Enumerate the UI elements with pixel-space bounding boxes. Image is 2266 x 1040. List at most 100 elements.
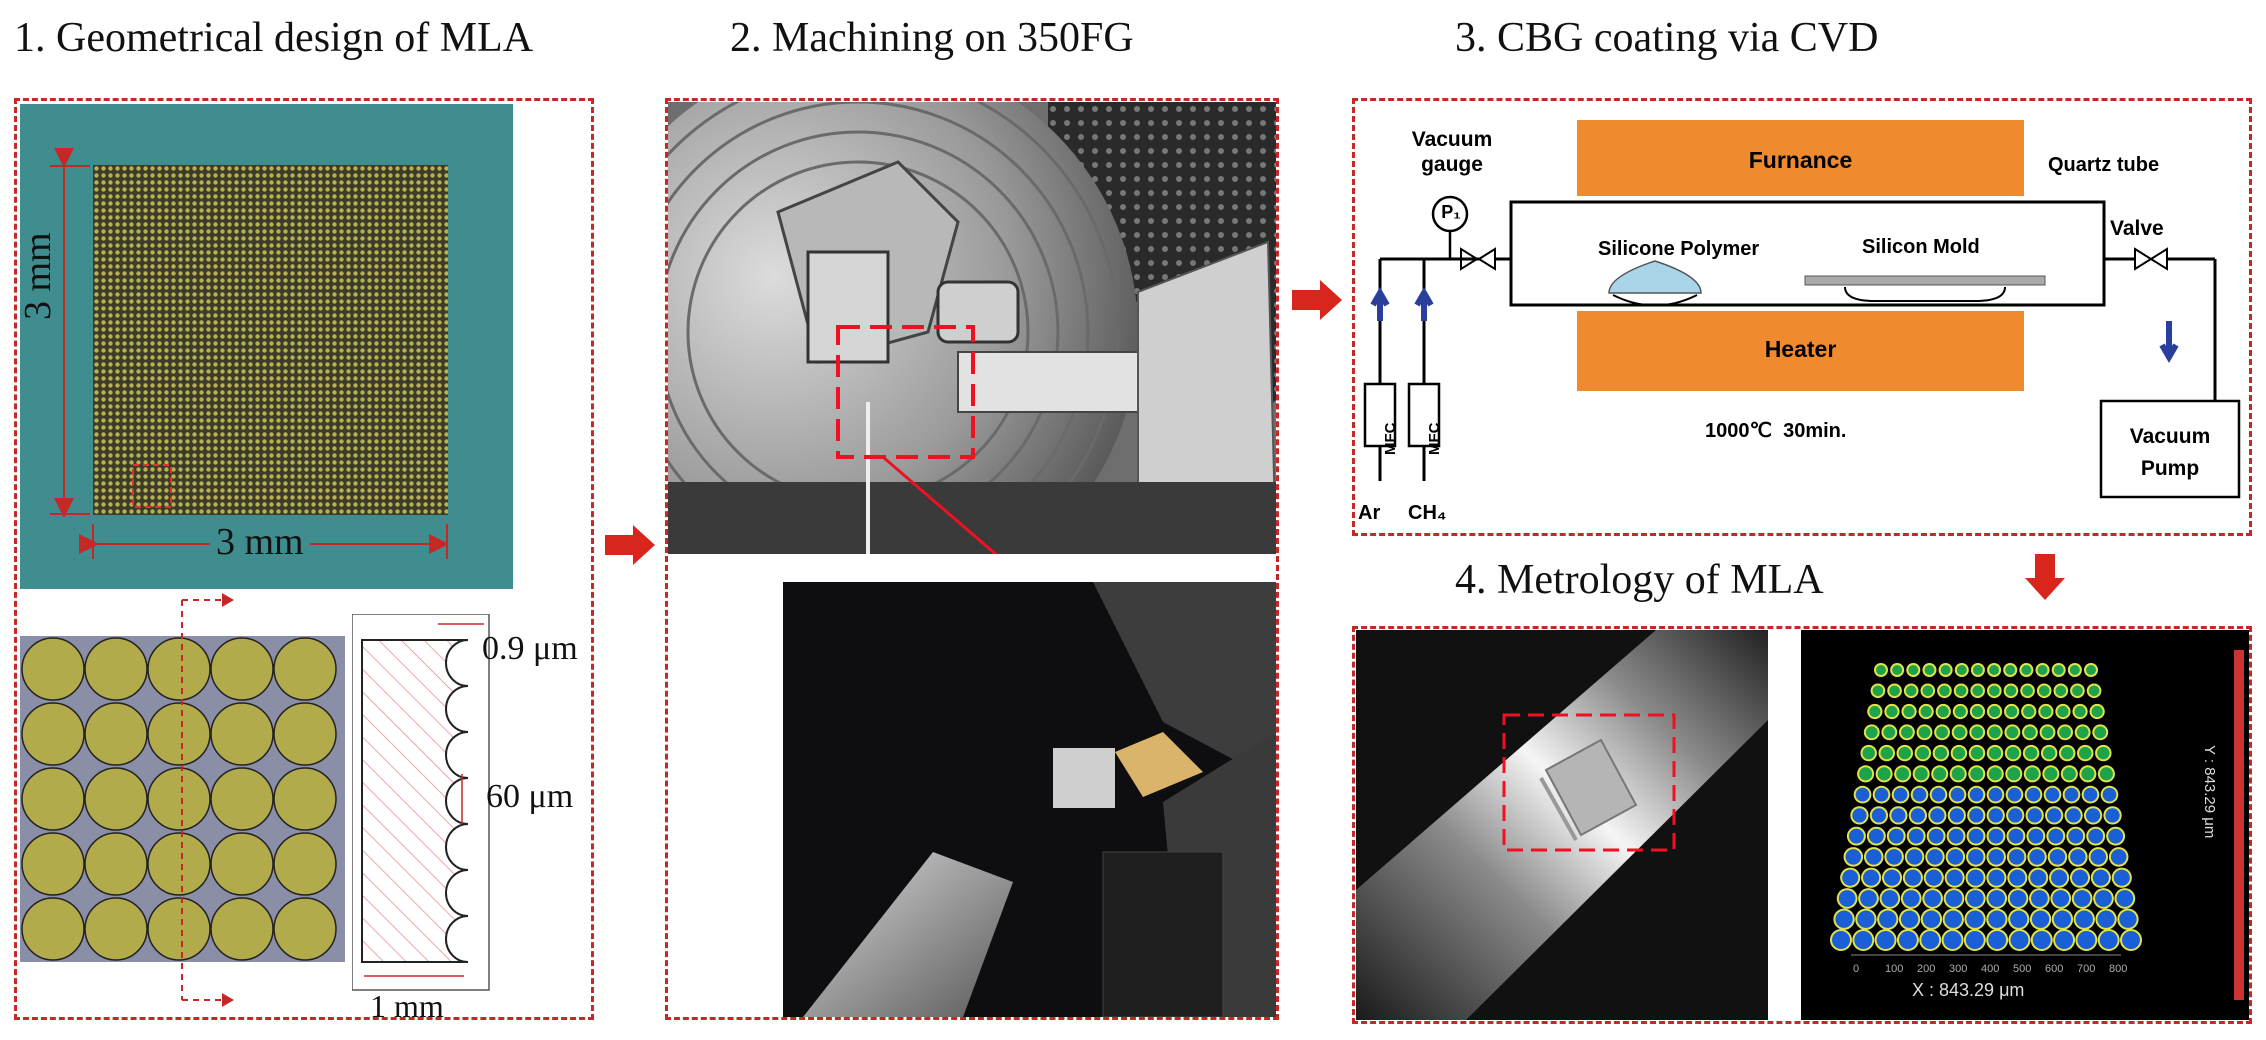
gas-ch4-label: CH₄ xyxy=(1408,502,1447,524)
lens-dot xyxy=(2108,828,2124,844)
lens-dot xyxy=(1872,685,1884,697)
lens-dot xyxy=(1939,685,1950,697)
lens-dot xyxy=(1937,705,1949,718)
lens-dot xyxy=(1989,665,2000,675)
x-tick-label: 300 xyxy=(1949,963,1967,975)
lens-dot xyxy=(2060,746,2074,760)
lens-dot xyxy=(1988,767,2002,781)
lens-dot xyxy=(2057,705,2069,718)
cross-section xyxy=(352,614,490,991)
lens-dot xyxy=(2031,890,2048,907)
lens-dot xyxy=(1904,869,1921,886)
lens-dot xyxy=(1988,746,2002,760)
lens-dot xyxy=(1892,665,1903,675)
lens-circle xyxy=(84,832,148,896)
lens-dot xyxy=(2075,910,2093,928)
panel4-frame xyxy=(1352,626,2252,1024)
lens-dot xyxy=(1905,685,1917,697)
lens-dot xyxy=(2049,849,2066,865)
lens-dot xyxy=(1927,849,1943,865)
x-tick-label: 400 xyxy=(1981,963,1999,975)
lens-dot xyxy=(2032,931,2051,949)
x-tick-label: 200 xyxy=(1917,963,1935,975)
lens-dot xyxy=(2064,787,2079,802)
lens-dot xyxy=(1918,726,1931,739)
lens-dot xyxy=(2052,890,2070,907)
lens-dot xyxy=(1891,808,1906,823)
lens-dot xyxy=(1952,746,1966,760)
lens-dot xyxy=(1857,910,1875,928)
lens-circle xyxy=(273,832,337,896)
lens-circle xyxy=(210,637,274,701)
lens-dot xyxy=(2086,665,2096,675)
lens-dot xyxy=(2031,910,2050,928)
lens-dot xyxy=(2006,705,2018,718)
mfc2-label: MFC xyxy=(1426,422,1443,456)
lens-dot xyxy=(1944,910,1962,928)
lens-dot xyxy=(1877,767,1891,781)
mla-grid xyxy=(93,165,448,515)
lens-dot xyxy=(2007,767,2021,781)
right-arrow-icon xyxy=(1292,280,1342,320)
lens-dot xyxy=(2073,890,2091,907)
lens-dot xyxy=(1933,767,1947,781)
lens-dot xyxy=(1988,849,2004,865)
lens-dot xyxy=(2097,910,2115,928)
lens-dot xyxy=(2023,705,2035,718)
lens-dot xyxy=(1940,665,1951,675)
lens-dot xyxy=(2006,726,2019,739)
silicone-polymer-label: Silicone Polymer xyxy=(1598,238,1760,260)
lens-dot xyxy=(1988,910,2006,928)
lens-dot xyxy=(2079,746,2092,760)
dimension-lines xyxy=(50,148,449,559)
lens-dot xyxy=(1966,910,1984,928)
lens-circle xyxy=(84,637,148,701)
lens-dot xyxy=(1945,890,1963,907)
lens-dot xyxy=(1862,746,1875,760)
x-tick-label: 700 xyxy=(2077,963,2095,975)
lens-dot xyxy=(2083,787,2098,802)
lens-dot xyxy=(1848,828,1864,844)
lens-dot xyxy=(1936,726,1948,739)
lens-dot xyxy=(2024,746,2038,760)
lens-dot xyxy=(1988,828,2004,844)
lens-dot xyxy=(1880,746,1893,760)
lens-dot xyxy=(1921,931,1940,949)
valve-label: Valve xyxy=(2110,217,2164,240)
lens-dot xyxy=(2024,726,2036,739)
lens-dot xyxy=(2007,787,2022,802)
lens-dot xyxy=(2092,869,2109,886)
lens-dot xyxy=(1971,705,1984,718)
lens-dot xyxy=(2088,828,2104,844)
lens-dot xyxy=(2059,726,2072,739)
lens-dot xyxy=(2005,685,2017,697)
lens-dot xyxy=(1928,828,1944,844)
lens-dot xyxy=(1902,890,1920,907)
lens-dot xyxy=(1908,828,1924,844)
lens-dot xyxy=(2026,787,2041,802)
lens-dot xyxy=(2074,705,2086,718)
lens-dot xyxy=(2099,931,2118,949)
dimension-pitch-label: 60 μm xyxy=(486,778,574,815)
lens-dot xyxy=(1931,787,1946,802)
lens-dot xyxy=(1972,685,1983,697)
lens-dot xyxy=(2028,828,2044,844)
lens-dot xyxy=(2077,931,2096,949)
lens-circle xyxy=(210,702,274,766)
silicon-mold-label: Silicon Mold xyxy=(1862,236,1980,258)
lens-dot xyxy=(1920,705,1932,718)
lens-dot xyxy=(2055,685,2067,697)
panel1-frame xyxy=(14,98,594,1020)
lens-dot xyxy=(2053,665,2064,675)
section-arrows xyxy=(181,593,234,1007)
down-arrow-icon xyxy=(2025,554,2065,600)
lens-circle xyxy=(210,767,274,831)
lens-dot xyxy=(1845,849,1862,865)
lens-circle xyxy=(147,767,211,831)
panel1-title: 1. Geometrical design of MLA xyxy=(14,15,534,61)
lens-dot xyxy=(1988,787,2003,802)
lens-dot xyxy=(2110,849,2127,865)
lens-dot xyxy=(2025,767,2039,781)
lens-dot xyxy=(2105,808,2120,823)
x-tick-label: 800 xyxy=(2109,963,2127,975)
